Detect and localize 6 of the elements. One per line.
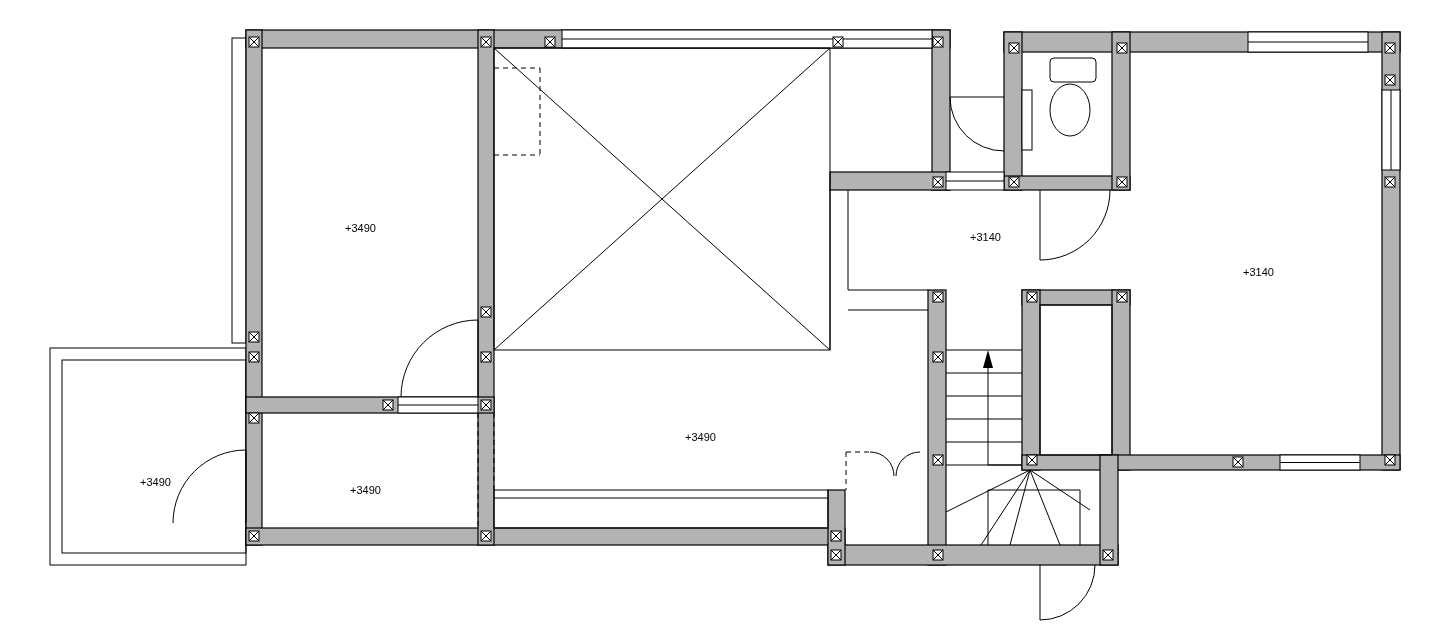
floor-level-label: +3490 — [685, 431, 716, 444]
floor-level-label: +3140 — [1243, 266, 1274, 279]
floor-level-label: +3490 — [345, 222, 376, 235]
floor-level-label: +3490 — [140, 476, 171, 489]
floor-level-label: +3490 — [350, 484, 381, 497]
floor-level-label: +3140 — [970, 231, 1001, 244]
